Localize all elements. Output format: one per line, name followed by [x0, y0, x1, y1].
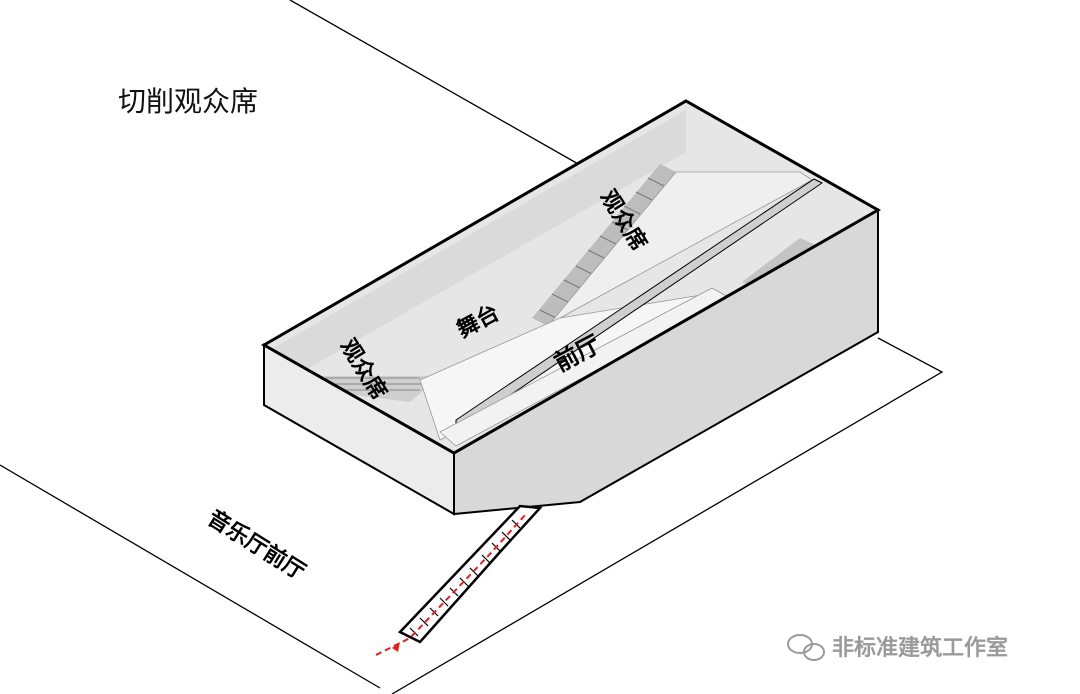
upper-stair — [532, 164, 813, 327]
lower-stair — [318, 376, 440, 402]
circulation-path — [375, 513, 527, 656]
wechat-icon — [787, 634, 825, 661]
path-arrow-icon — [392, 642, 400, 652]
label-hall-lobby: 音乐厅前厅 — [203, 505, 310, 585]
watermark-text: 非标准建筑工作室 — [832, 635, 1008, 661]
ground-plane-upper — [289, 0, 581, 166]
entrance-escalator — [375, 504, 543, 656]
back-inner-wall — [270, 110, 686, 370]
auditorium-box — [260, 99, 882, 516]
watermark: 非标准建筑工作室 — [787, 634, 1008, 661]
diagram-title: 切削观众席 — [118, 85, 258, 118]
box-rim — [260, 99, 882, 455]
ground-plane-lower — [0, 337, 944, 694]
